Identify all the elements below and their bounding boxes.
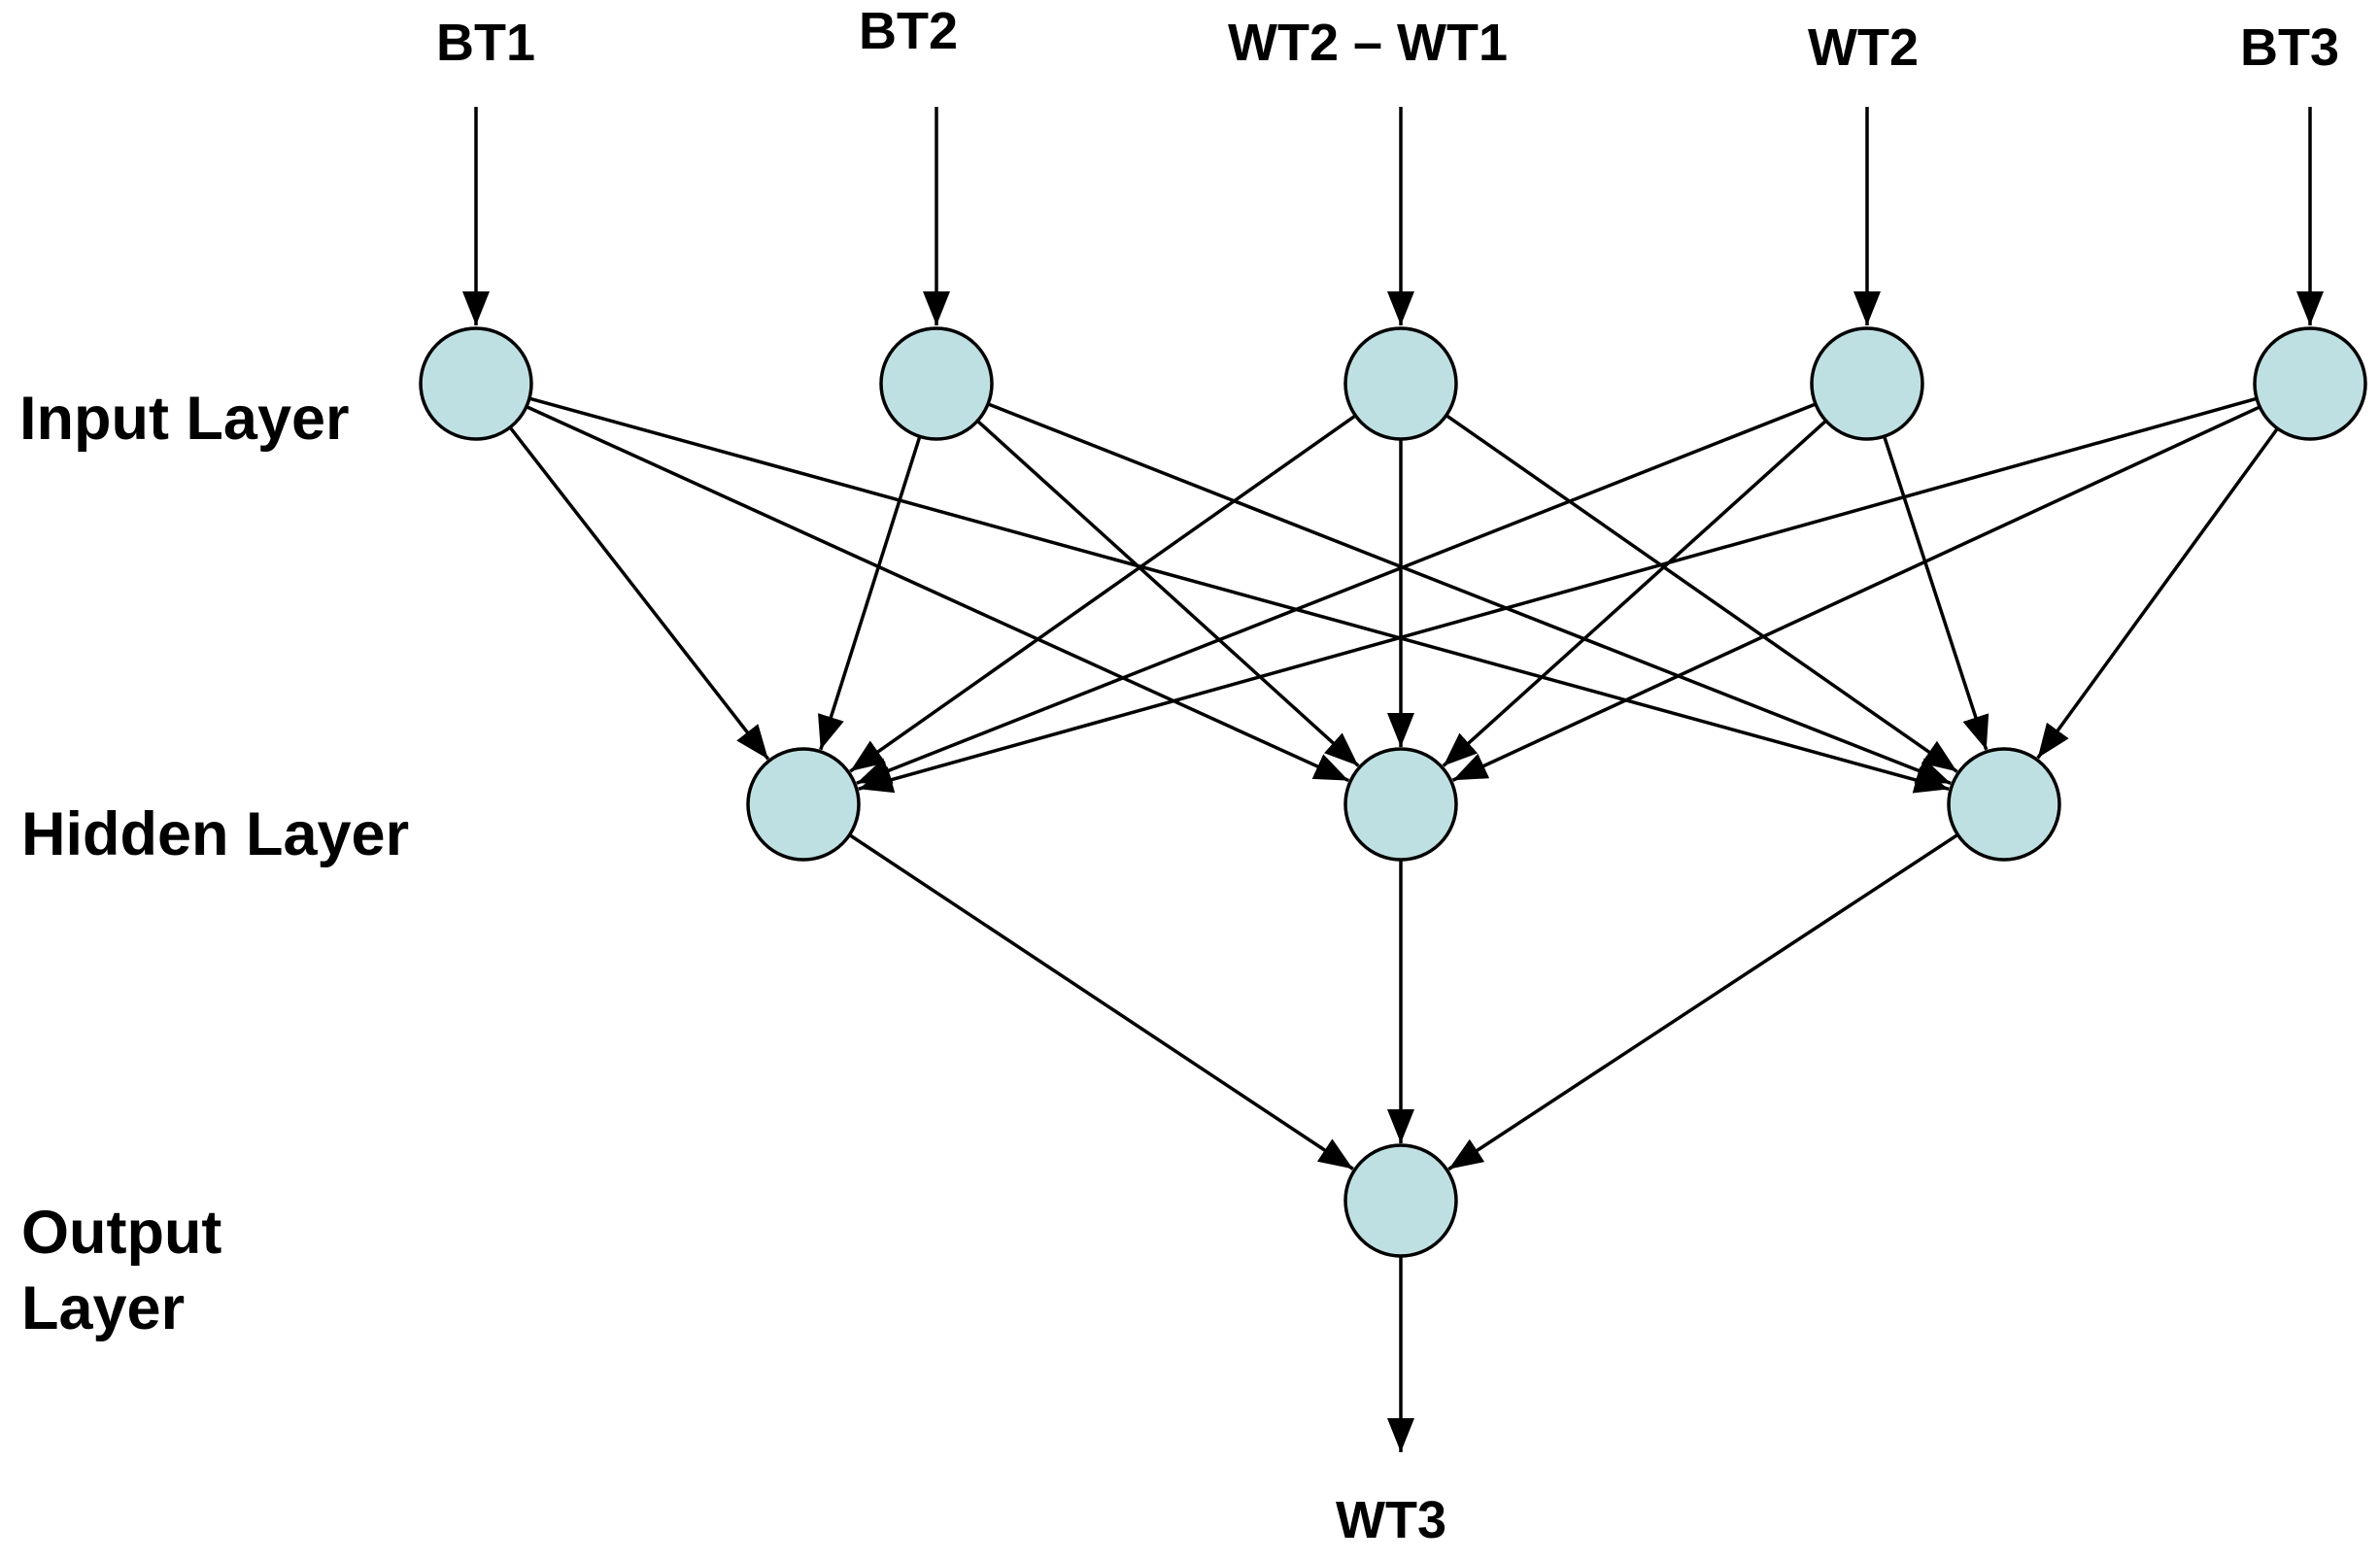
- hidden-layer-label: Hidden Layer: [21, 800, 409, 868]
- input-node-4: [1810, 326, 1924, 441]
- input-node-2: [879, 326, 994, 441]
- input-label-bt2: BT2: [859, 2, 958, 60]
- input-label-bt1: BT1: [436, 14, 535, 72]
- edge-input-4-to-hidden-1: [856, 402, 1817, 785]
- output-label-wt3: WT3: [1336, 1491, 1446, 1549]
- input-node-5: [2253, 326, 2367, 441]
- hidden-node-2: [1343, 747, 1458, 862]
- edge-input-5-to-hidden-3: [2036, 427, 2279, 760]
- edge-input-1-to-hidden-2: [526, 405, 1350, 783]
- connections: [462, 107, 2324, 1452]
- edge-input-4-to-hidden-2: [1442, 419, 1827, 767]
- edge-input-1-to-hidden-1: [508, 425, 770, 761]
- output-layer-label-line2: Layer: [21, 1274, 185, 1342]
- input-node-1: [419, 326, 533, 441]
- edge-hidden-3-to-output: [1447, 832, 1959, 1171]
- output-node: [1343, 1143, 1458, 1258]
- output-layer-label-line1: Output: [21, 1199, 221, 1267]
- input-label-wt2-minus-wt1: WT2 – WT1: [1228, 14, 1508, 72]
- edge-input-3-to-hidden-1: [849, 414, 1357, 773]
- input-layer-label: Input Layer: [19, 385, 350, 453]
- edge-input-1-to-hidden-3: [528, 396, 1950, 794]
- edge-input-5-to-hidden-1: [858, 396, 2258, 794]
- edge-input-2-to-hidden-3: [987, 402, 1952, 786]
- input-label-bt3: BT3: [2240, 18, 2339, 77]
- hidden-node-3: [1947, 747, 2061, 862]
- edge-input-2-to-hidden-1: [818, 435, 922, 751]
- edge-input-3-to-hidden-3: [1445, 414, 1958, 773]
- edge-input-5-to-hidden-2: [1451, 405, 2261, 782]
- input-label-wt2: WT2: [1808, 18, 1919, 77]
- hidden-node-1: [746, 747, 861, 862]
- edge-hidden-1-to-output: [848, 833, 1354, 1171]
- edge-input-2-to-hidden-2: [976, 419, 1360, 767]
- input-node-3: [1343, 326, 1458, 441]
- edge-input-4-to-hidden-3: [1882, 435, 1989, 751]
- neurons: [419, 326, 2367, 1258]
